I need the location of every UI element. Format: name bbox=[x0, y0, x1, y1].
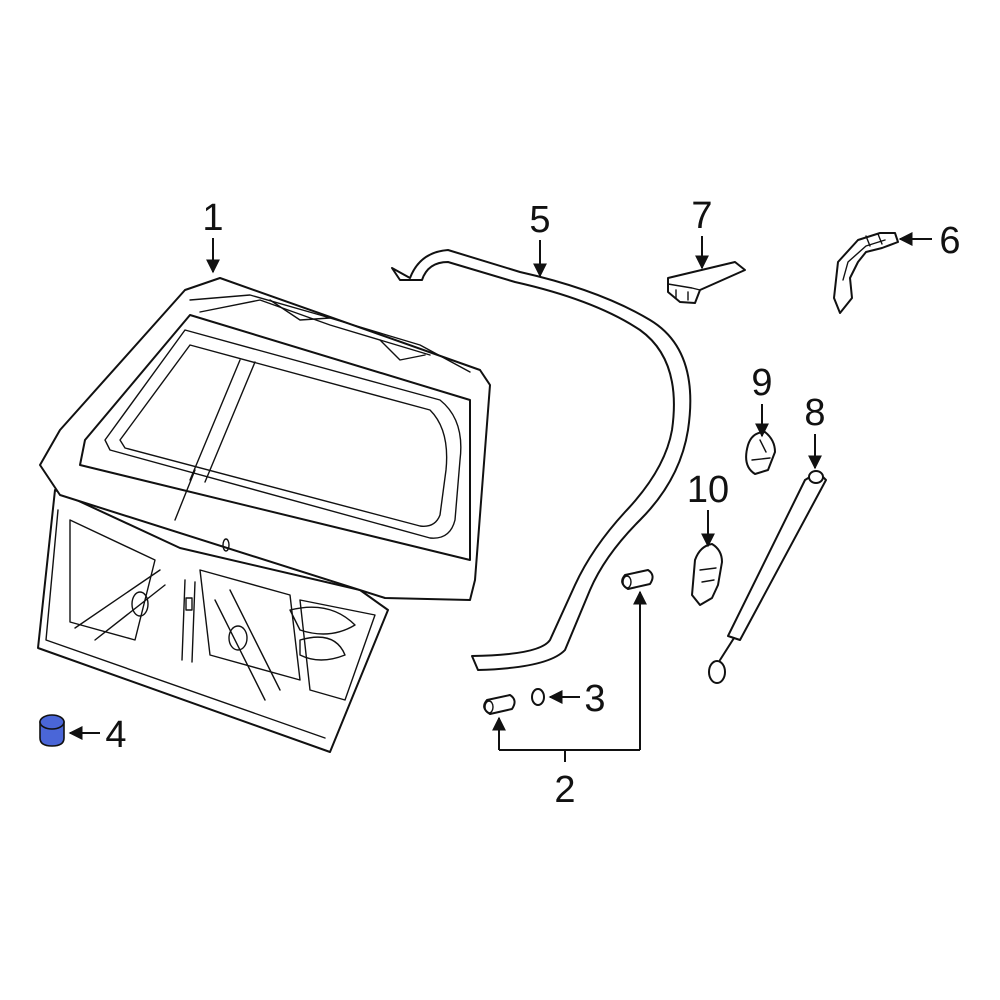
callout-1: 1 bbox=[202, 197, 223, 239]
bumper-part-9 bbox=[745, 431, 776, 475]
callout-10: 10 bbox=[687, 469, 729, 511]
cushion-part-highlighted bbox=[39, 714, 65, 747]
liftgate-part bbox=[37, 277, 491, 753]
stop-bumper-part-upper bbox=[621, 569, 654, 590]
callout-8: 8 bbox=[804, 392, 825, 434]
callout-6: 6 bbox=[939, 220, 960, 262]
washer-part bbox=[531, 688, 545, 706]
callout-4: 4 bbox=[105, 714, 126, 756]
stop-bumper-part-lower bbox=[483, 694, 516, 715]
hinge-part bbox=[667, 261, 746, 304]
callout-7: 7 bbox=[691, 195, 712, 237]
weatherstrip-part bbox=[391, 249, 692, 671]
striker-part-10 bbox=[691, 543, 723, 606]
callout-9: 9 bbox=[751, 362, 772, 404]
callout-5: 5 bbox=[529, 199, 550, 241]
callout-3: 3 bbox=[584, 678, 605, 720]
callout-2: 2 bbox=[554, 769, 575, 811]
gas-strut-part bbox=[708, 470, 827, 684]
callout-labels: 1 5 7 6 9 8 10 3 4 2 bbox=[105, 195, 960, 811]
bracket-part bbox=[833, 232, 899, 314]
leader-lines bbox=[68, 232, 932, 762]
